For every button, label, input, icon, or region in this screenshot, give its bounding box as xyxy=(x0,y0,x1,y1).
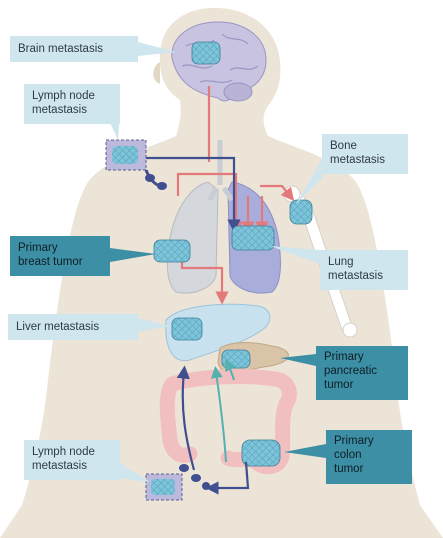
label-lymph-node-metastasis-bottom: Lymph node metastasis xyxy=(24,440,120,480)
label-liver-metastasis: Liver metastasis xyxy=(8,314,138,340)
colon-to-lymph-arrow xyxy=(205,461,250,495)
arrow-to-bone xyxy=(260,184,295,202)
bone-tumor-cluster xyxy=(289,199,313,225)
lymph-to-lung-arrow xyxy=(146,156,241,233)
blue-lymph-arrows xyxy=(146,156,250,495)
lymph-node-bottom xyxy=(145,464,210,501)
pointer-liver xyxy=(138,318,170,332)
liver-tumor-cluster xyxy=(171,317,203,341)
brain-tumor-cluster xyxy=(191,41,221,65)
pointer-brain xyxy=(138,42,176,56)
pancreas-arrow xyxy=(225,358,237,381)
pointer-lymph-bottom xyxy=(118,462,150,482)
pointer-colon xyxy=(284,444,326,458)
label-primary-colon-tumor: Primary colon tumor xyxy=(326,430,412,484)
breast-tumor-cluster xyxy=(153,239,191,263)
label-lung-metastasis: Lung metastasis xyxy=(320,250,408,290)
teal-spread-arrows xyxy=(210,358,237,463)
label-lymph-node-metastasis-top: Lymph node metastasis xyxy=(24,84,120,124)
colon-tumor-cluster xyxy=(241,439,281,467)
lymph-node-top xyxy=(105,139,167,190)
left-lung xyxy=(167,181,219,294)
pancreas-tumor-cluster xyxy=(221,349,251,369)
arrow-to-lung-a xyxy=(176,172,243,235)
label-bone-metastasis: Bone metastasis xyxy=(322,134,408,174)
lymph-to-liver-arrow xyxy=(176,365,196,471)
pointer-bone xyxy=(296,160,322,204)
pointer-lung xyxy=(270,246,320,264)
label-primary-breast-tumor: Primary breast tumor xyxy=(10,236,110,276)
pointer-pancreas xyxy=(280,354,316,366)
lung-tumor-cluster xyxy=(231,225,275,251)
colon-to-liver-arrow xyxy=(210,366,227,463)
label-primary-pancreatic-tumor: Primary pancreatic tumor xyxy=(316,346,408,400)
pointer-breast xyxy=(110,248,156,262)
label-brain-metastasis: Brain metastasis xyxy=(10,36,138,62)
trachea xyxy=(207,140,235,202)
